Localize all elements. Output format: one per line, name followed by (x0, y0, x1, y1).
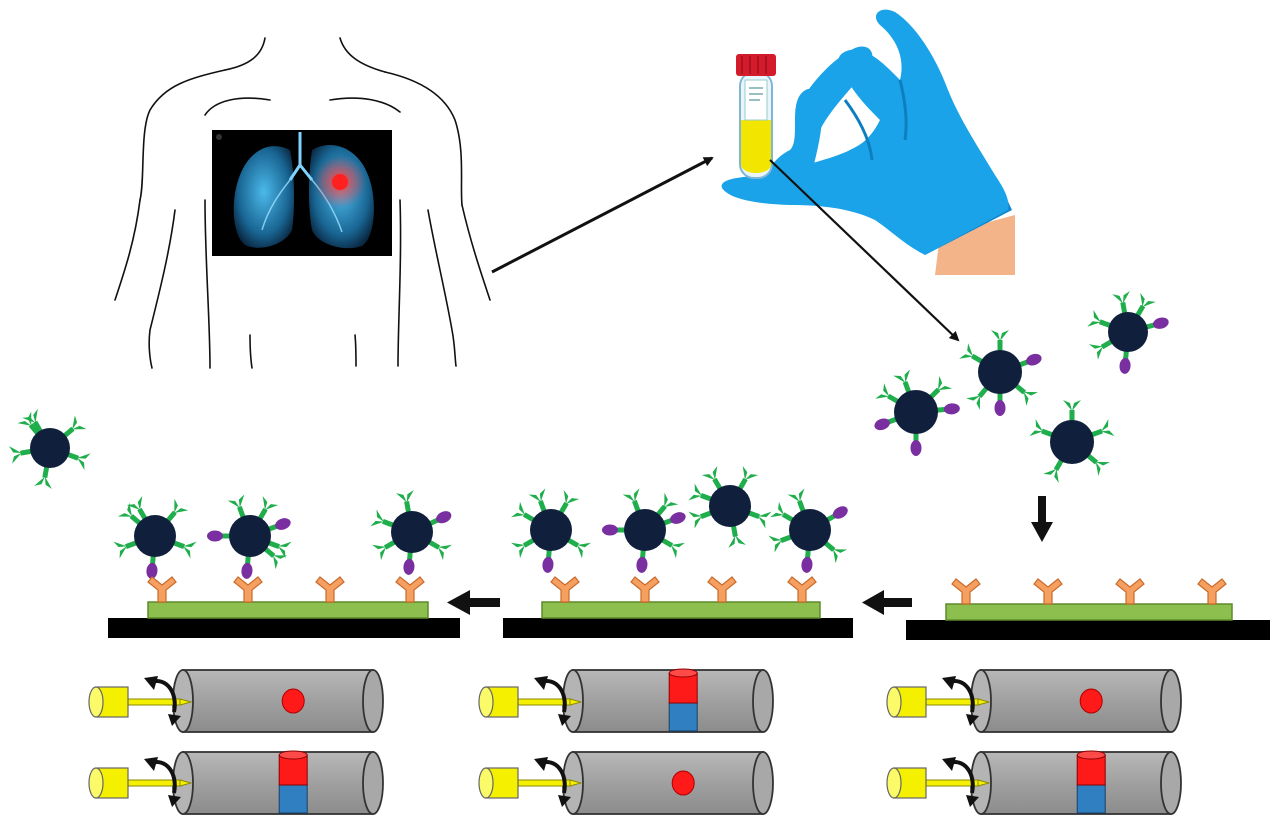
cell-icon (510, 488, 592, 573)
magnetic-pin-icon (478, 676, 583, 726)
flow-arrow-left-2 (447, 590, 500, 615)
antibody-icon (550, 576, 580, 603)
cell-icon (602, 488, 686, 573)
antigen-icon (403, 550, 415, 575)
cell-icon (688, 465, 772, 548)
rotation-arrow-icon (534, 676, 571, 726)
cell-icon (959, 330, 1042, 416)
flow-arrow-2 (769, 159, 960, 342)
magnetic-pin-icon (478, 757, 583, 807)
cell-icon (207, 494, 292, 579)
sensor-cylinder (172, 669, 384, 733)
lungs-icon (212, 130, 392, 256)
antibody-icon (395, 576, 425, 603)
human-torso-icon (114, 37, 491, 369)
sensor-cylinder (562, 751, 774, 815)
sensor-layer (88, 668, 1182, 815)
antigen-icon (241, 554, 253, 579)
magnetic-pin-icon (88, 757, 193, 807)
cell-icon (113, 495, 197, 579)
cell-icon (1087, 291, 1169, 374)
sensor-cylinder (562, 668, 774, 733)
receptor-icon (34, 465, 52, 489)
antibody-icon (630, 576, 660, 603)
magnetic-pin-icon (886, 757, 991, 807)
antibody-icon (315, 576, 345, 603)
rotation-arrow-icon (942, 757, 979, 807)
magnet-icon (1076, 750, 1106, 814)
cell-icon (1029, 400, 1115, 483)
rotation-arrow-icon (144, 757, 181, 807)
sensor-cylinder (970, 750, 1182, 815)
sample-tube-icon (736, 54, 776, 179)
flow-arrow-left-1 (862, 590, 912, 615)
antibody-icon (147, 576, 177, 603)
cells-layer (9, 291, 1169, 579)
antigen-icon (542, 548, 554, 573)
receptor-icon (9, 446, 33, 464)
antigen-icon (935, 403, 960, 415)
magnet-icon (278, 750, 308, 814)
antibody-icon (787, 576, 817, 603)
antibody-icon (1033, 578, 1063, 605)
receptor-icon (991, 330, 1009, 352)
magnet-icon (668, 668, 698, 732)
receptor-icon (227, 494, 246, 520)
antibody-icon (233, 576, 263, 603)
cell-icon (9, 408, 91, 489)
antibody-layer (147, 576, 1227, 605)
antibody-icon (1197, 578, 1227, 605)
antigen-icon (910, 432, 922, 456)
gloved-hand-icon (721, 9, 1015, 275)
antibody-icon (951, 578, 981, 605)
flow-arrow-down (1031, 496, 1053, 542)
magnetic-pin-icon (886, 676, 991, 726)
receptor-icon (1063, 400, 1081, 422)
magnetic-pin-icon (88, 676, 193, 726)
cell-icon (370, 490, 453, 575)
sensor-cylinder (172, 750, 384, 815)
antibody-icon (1115, 578, 1145, 605)
rotation-arrow-icon (942, 676, 979, 726)
antigen-icon (146, 554, 158, 579)
antigen-icon (994, 392, 1006, 416)
flow-arrow-1 (491, 156, 714, 274)
cell-icon (768, 488, 848, 573)
cell-icon (874, 369, 960, 456)
receptor-icon (1112, 291, 1130, 315)
antigen-icon (207, 530, 231, 542)
sensor-cylinder (970, 669, 1182, 733)
substrate-empty (906, 603, 1270, 640)
rotation-arrow-icon (144, 676, 181, 726)
rotation-arrow-icon (534, 757, 571, 807)
substrate-captured (108, 601, 460, 638)
antigen-icon (636, 548, 648, 573)
antigen-icon (602, 524, 626, 536)
signal-dot-icon (281, 688, 305, 714)
signal-dot-icon (1079, 688, 1103, 714)
antibody-icon (707, 576, 737, 603)
antigen-icon (801, 548, 813, 573)
substrate-partial (503, 601, 853, 638)
antigen-icon (1119, 349, 1131, 374)
signal-dot-icon (671, 770, 695, 796)
